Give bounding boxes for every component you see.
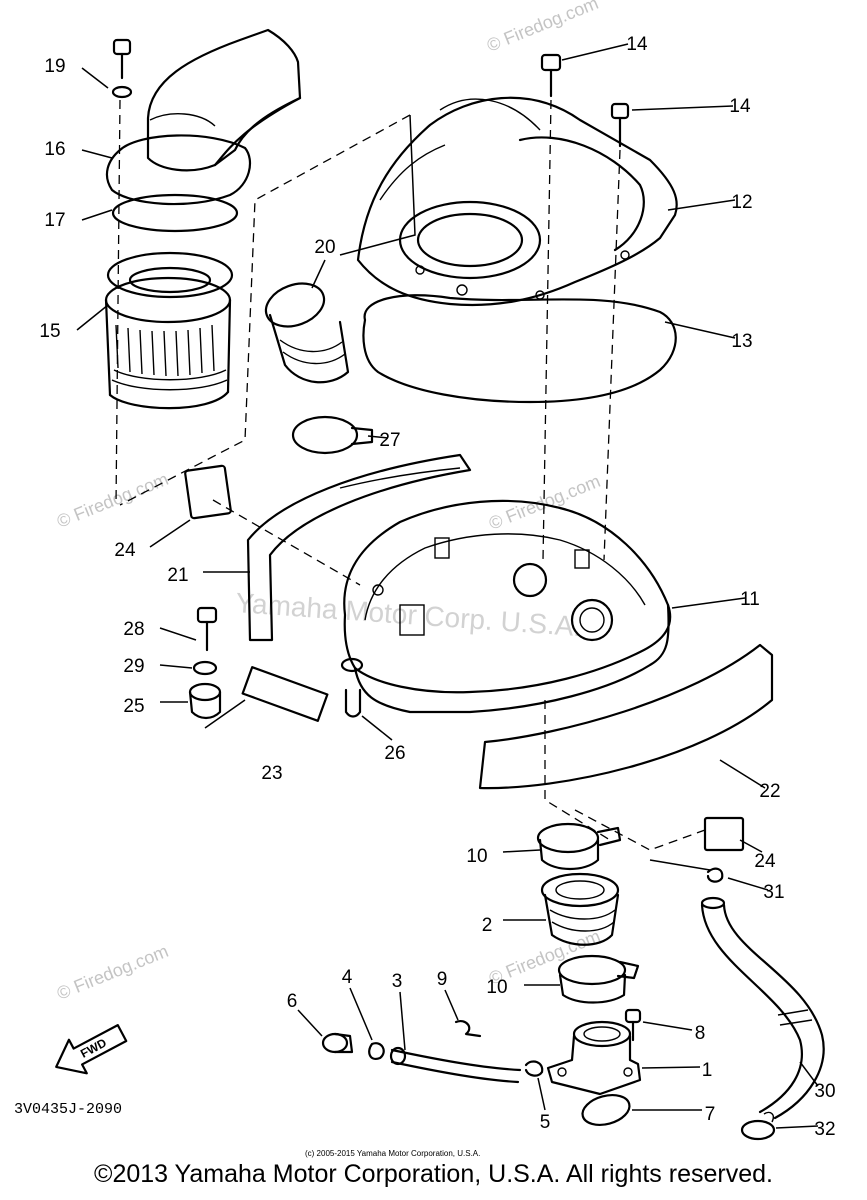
part-2-joint <box>540 872 620 946</box>
part-27-clamp <box>291 415 374 455</box>
guide-center-a <box>212 499 361 586</box>
callout-22: 22 <box>759 781 780 802</box>
callout-24a: 24 <box>114 540 136 561</box>
bolt-19-axis <box>115 99 121 506</box>
part-9-clip <box>454 1020 482 1038</box>
callout-29: 29 <box>123 656 144 677</box>
callout-32: 32 <box>814 1119 835 1140</box>
callout-14a: 14 <box>626 34 648 55</box>
callout-30: 30 <box>814 1081 835 1102</box>
part-22-band <box>478 643 774 790</box>
callout-28: 28 <box>123 619 144 640</box>
callout-16: 16 <box>44 139 65 160</box>
part-26-collar <box>340 657 364 718</box>
guide-31 <box>649 859 711 871</box>
part-23-pad <box>241 666 329 722</box>
callout-20: 20 <box>314 237 335 258</box>
part-11-airbox-base <box>343 499 672 714</box>
mount-leader <box>204 699 246 729</box>
callout-14b: 14 <box>729 96 751 117</box>
frame-guide-right <box>339 114 416 256</box>
callout-3: 3 <box>392 971 403 992</box>
part-31-clip <box>706 867 724 883</box>
watermark-wm1: © Firedog.com <box>484 0 601 56</box>
part-21-band <box>246 453 472 642</box>
part-15-filter-element <box>104 251 234 410</box>
callout-26: 26 <box>384 743 405 764</box>
callout-23: 23 <box>261 763 282 784</box>
callout-4: 4 <box>342 967 353 988</box>
part-16-intake-duct <box>105 28 302 206</box>
callout-15: 15 <box>39 321 60 342</box>
callout-1: 1 <box>702 1060 713 1081</box>
watermark-wm4: © Firedog.com <box>54 941 171 1004</box>
diagram-code: 3V0435J-2090 <box>14 1101 122 1118</box>
part-30-drain-hose <box>700 896 825 1120</box>
callout-8: 8 <box>695 1023 706 1044</box>
callout-10a: 10 <box>466 846 487 867</box>
callout-7: 7 <box>705 1104 716 1125</box>
part-8-screw <box>624 1008 642 1042</box>
small-copyright: (c) 2005-2015 Yamaha Motor Corporation, … <box>305 1149 480 1158</box>
part-19-bolt <box>111 38 133 99</box>
callout-leaders <box>76 43 819 1129</box>
callout-24b: 24 <box>754 851 776 872</box>
part-6-plug <box>321 1032 354 1054</box>
frame-guide-left <box>119 114 411 506</box>
callout-11: 11 <box>740 589 760 610</box>
fwd-arrow-icon: FWD <box>55 1023 128 1075</box>
callout-31: 31 <box>763 882 784 903</box>
part-13-seal <box>362 294 677 404</box>
callout-13: 13 <box>731 331 752 352</box>
callout-5: 5 <box>540 1112 551 1133</box>
callout-labels: 1916171514141220132724211128292526232210… <box>39 34 835 1140</box>
copyright-notice: ©2013 Yamaha Motor Corporation, U.S.A. A… <box>94 1160 773 1188</box>
part-10b-clamp <box>557 954 640 1004</box>
part-7-cap <box>581 1094 631 1126</box>
part-14-screws <box>540 53 630 148</box>
callout-19: 19 <box>44 56 65 77</box>
part-24b-pad <box>703 816 745 852</box>
guide-center-b <box>544 700 611 841</box>
callout-9: 9 <box>437 969 448 990</box>
callout-12: 12 <box>731 192 752 213</box>
guide-center-c <box>574 809 706 851</box>
screw-14b-axis <box>603 149 621 561</box>
part-5-clip <box>524 1060 544 1077</box>
part-17-gasket <box>111 193 239 233</box>
part-32-cap <box>740 1119 776 1141</box>
part-20-joint <box>264 282 350 384</box>
part-3-hose <box>389 1046 522 1084</box>
part-10a-clamp <box>536 822 622 870</box>
callout-27: 27 <box>379 430 400 451</box>
callout-25: 25 <box>123 696 144 717</box>
part-25-grommet <box>188 682 222 720</box>
part-1-joint <box>546 1020 642 1096</box>
callout-21: 21 <box>167 565 188 586</box>
fwd-label: FWD <box>78 1035 109 1060</box>
part-12-airbox-cover <box>356 96 678 307</box>
screw-14a-axis <box>542 99 552 561</box>
callout-2: 2 <box>482 915 493 936</box>
part-29-washer <box>192 660 218 676</box>
watermark-wm2: © Firedog.com <box>54 469 171 532</box>
part-28-bolt <box>196 606 218 652</box>
callout-10b: 10 <box>486 977 507 998</box>
part-4-clip <box>368 1042 385 1060</box>
part-24a-pad <box>184 464 232 520</box>
callout-6: 6 <box>287 991 298 1012</box>
callout-17: 17 <box>44 210 65 231</box>
